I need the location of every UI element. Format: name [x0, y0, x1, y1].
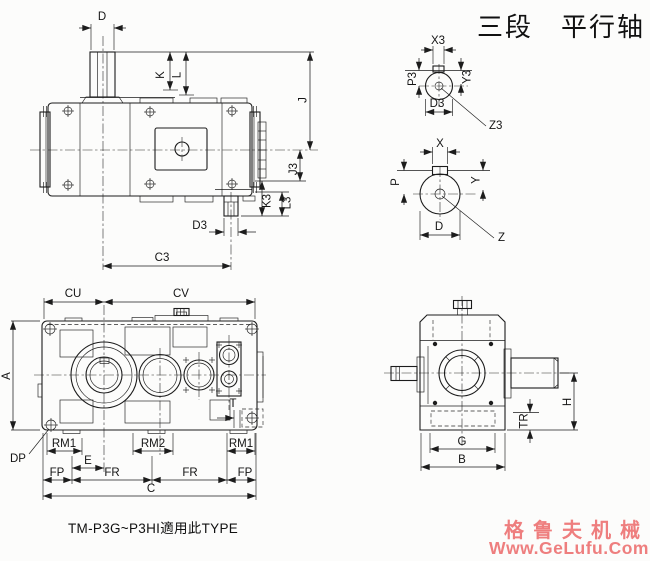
dim-label-x3: X3: [431, 35, 445, 47]
dim-label-j: J: [298, 97, 310, 103]
third-stage-bore: [183, 357, 215, 393]
dim-label-fp-right: FP: [238, 467, 253, 479]
corner-bolts: [43, 322, 264, 432]
output-bearing-block: [216, 341, 264, 403]
front-view: T CU CV A DP RM1 RM2 RM1: [1, 288, 266, 500]
top-pads: [64, 315, 239, 322]
inspection-cover: [154, 127, 208, 171]
dim-label-d-detail: D: [435, 221, 443, 233]
casting-panels: [37, 326, 248, 434]
side-input-shaft: [390, 346, 429, 404]
dim-label-tr: TR: [519, 413, 531, 428]
dim-label-fr-left: FR: [104, 467, 119, 479]
t-detail: T: [217, 398, 241, 428]
dim-label-p: P: [390, 178, 402, 186]
output-stub: [223, 195, 239, 217]
watermark: 格鲁夫机械 Www.GeLufu.Com: [489, 520, 649, 558]
right-bearing-cap: [249, 106, 267, 193]
key-z: [431, 165, 449, 176]
shaft-detail-z: X P Y D Z: [390, 138, 505, 244]
dim-label-e: E: [84, 455, 92, 467]
dim-label-c: C: [147, 483, 155, 495]
input-stage-bore: [70, 341, 138, 409]
dim-label-fp-left: FP: [50, 467, 65, 479]
side-output-shaft: [503, 348, 559, 399]
dim-label-p3: P3: [407, 72, 419, 86]
dim-label-rm2: RM2: [141, 438, 165, 450]
housing-bolts: [62, 105, 238, 191]
dim-label-c3: C3: [155, 252, 170, 264]
oil-plug: [452, 299, 473, 316]
breather-plug: [173, 307, 190, 317]
dim-label-k: K: [155, 71, 167, 79]
dim-label-fr-right: FR: [182, 467, 197, 479]
key-z3: [432, 65, 445, 73]
watermark-brand: 格鲁夫机械: [504, 518, 649, 542]
dim-label-z: Z: [498, 232, 505, 244]
dim-label-rm1-left: RM1: [52, 438, 76, 450]
dim-label-t: T: [229, 398, 236, 410]
dim-label-d3-detail: D3: [430, 98, 445, 110]
dim-label-j3: J3: [288, 163, 300, 175]
housing-internal-lines: [79, 103, 252, 196]
watermark-url: Www.GeLufu.Com: [489, 538, 649, 558]
side-view-dimensions: G B H TR: [420, 372, 578, 471]
dim-label-d3: D3: [192, 220, 207, 232]
dim-label-dp: DP: [10, 453, 26, 465]
dim-label-h: H: [562, 398, 574, 406]
side-housing-outline: [419, 314, 506, 431]
type-applicability-note: TM-P3G~P3HI適用此TYPE: [68, 521, 239, 536]
front-view-dimensions: CU CV A DP RM1 RM2 RM1 E: [1, 288, 257, 500]
dim-label-rm1-right: RM1: [229, 438, 253, 450]
side-view: G B H TR: [384, 296, 578, 471]
front-housing-outline: [41, 320, 258, 431]
dim-label-a: A: [1, 372, 13, 380]
dim-label-l3: L3: [282, 197, 294, 210]
dim-label-k3: K3: [262, 194, 274, 208]
detail-z3-dimensions: X3 P3 Y3 D3 Z3: [407, 35, 502, 132]
dim-label-cv: CV: [173, 288, 189, 300]
dim-label-y: Y: [471, 176, 483, 184]
input-shaft: [80, 51, 175, 104]
top-view: D K L J J3 K3 L3 D3: [30, 11, 318, 270]
detail-z-dimensions: X P Y D Z: [390, 138, 505, 244]
dim-label-g: G: [458, 436, 467, 448]
drawing-title: 三段 平行轴: [477, 13, 646, 43]
dim-label-x: X: [436, 138, 444, 150]
dim-label-l: L: [172, 71, 184, 78]
dim-label-b: B: [458, 454, 466, 466]
dim-label-cu: CU: [65, 288, 82, 300]
mounting-pads: [139, 97, 256, 203]
mid-stage-bore: [138, 353, 182, 398]
dim-label-z3: Z3: [489, 120, 502, 132]
base-hidden-detail: [430, 410, 496, 427]
side-bearing-bore: [432, 341, 494, 406]
dim-label-y3: Y3: [462, 70, 474, 84]
left-bearing-cap: [39, 106, 51, 193]
top-view-dimensions: D K L J J3 K3 L3 D3: [79, 11, 314, 270]
shaft-detail-z3: X3 P3 Y3 D3 Z3: [405, 35, 502, 132]
dim-label-d: D: [98, 11, 106, 23]
